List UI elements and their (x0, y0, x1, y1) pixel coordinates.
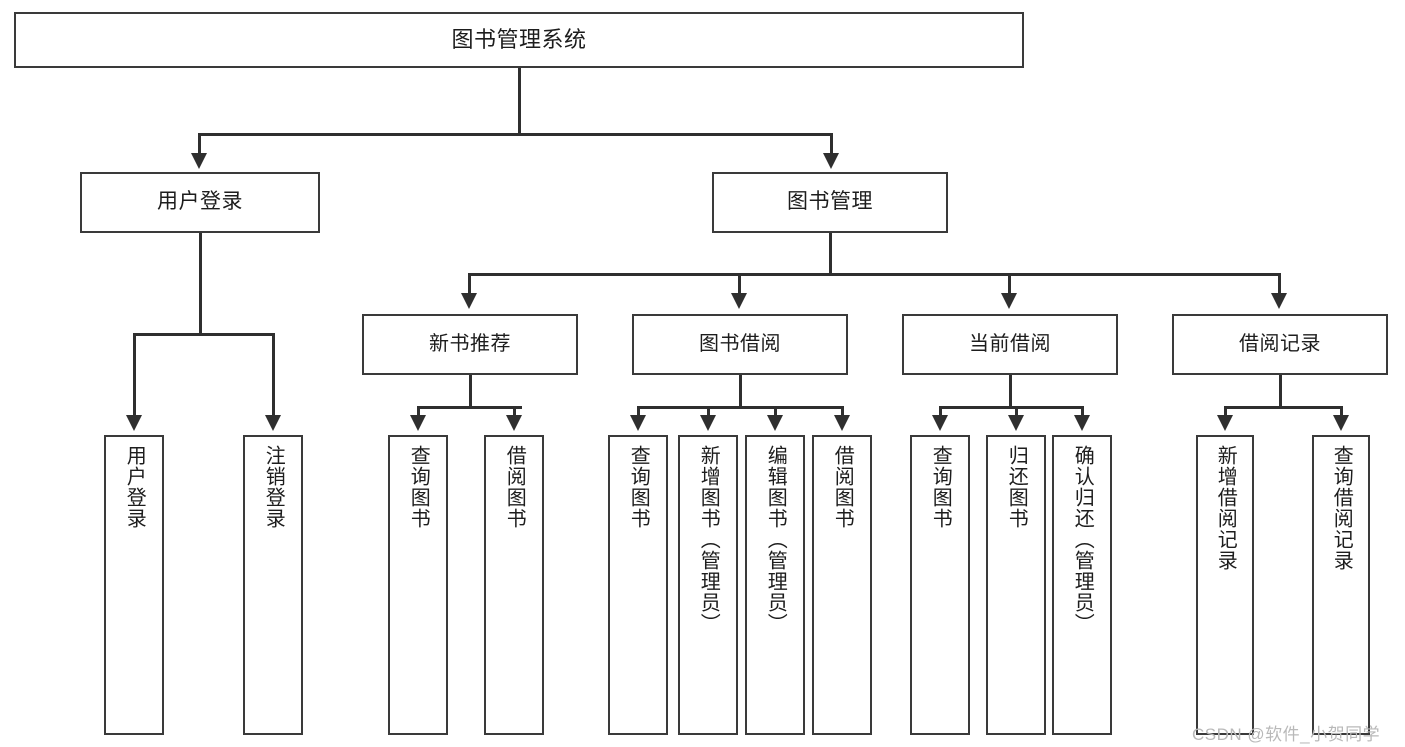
node-book-borrow-label: 图书借阅 (699, 332, 781, 355)
edge-level1-bus (198, 133, 832, 136)
edge-new-book-stem (469, 375, 472, 408)
leaf-edit-book-admin-label: 编辑图书（管理员） (764, 445, 787, 634)
edge-to-current-borrow (1008, 273, 1011, 295)
watermark: CSDN @软件_小贺同学 (1192, 725, 1381, 744)
leaf-query-borrow-record[interactable]: 查询借阅记录 (1312, 435, 1370, 735)
arrowhead-current-borrow (1001, 293, 1017, 309)
arrowhead-user-login (191, 153, 207, 169)
arrowhead-new-book (461, 293, 477, 309)
arrowhead-leaf-return-book (1008, 415, 1024, 431)
edge-user-login-child-2 (272, 333, 275, 417)
leaf-logout-label: 注销登录 (262, 445, 285, 529)
edge-borrow-record-stem (1279, 375, 1282, 408)
edge-borrow-record-child-1 (1224, 406, 1227, 417)
leaf-borrow-book[interactable]: 借阅图书 (812, 435, 872, 735)
leaf-confirm-return-admin-label: 确认归还（管理员） (1071, 445, 1094, 634)
node-book-management-label: 图书管理 (787, 190, 873, 214)
edge-level2-bus (468, 273, 1280, 276)
arrowhead-leaf-query-book-1 (410, 415, 426, 431)
node-book-management[interactable]: 图书管理 (712, 172, 948, 233)
edge-new-book-child-1 (417, 406, 420, 417)
leaf-query-book-recommend[interactable]: 查询图书 (388, 435, 448, 735)
leaf-add-book-admin-label: 新增图书（管理员） (697, 445, 720, 634)
edge-to-borrow-record (1278, 273, 1281, 295)
edge-to-book-mgmt (830, 133, 833, 155)
node-user-login[interactable]: 用户登录 (80, 172, 320, 233)
edge-user-login-stem (199, 233, 202, 335)
edge-book-mgmt-stem (829, 233, 832, 275)
edge-book-borrow-child-3 (774, 406, 777, 417)
node-borrow-record[interactable]: 借阅记录 (1172, 314, 1388, 375)
edge-book-borrow-child-2 (707, 406, 710, 417)
edge-to-user-login (198, 133, 201, 155)
arrowhead-leaf-query-record (1333, 415, 1349, 431)
arrowhead-leaf-edit-book (767, 415, 783, 431)
edge-current-borrow-bus (939, 406, 1082, 409)
leaf-user-login[interactable]: 用户登录 (104, 435, 164, 735)
edge-current-borrow-stem (1009, 375, 1012, 408)
arrowhead-leaf-logout (265, 415, 281, 431)
leaf-add-borrow-record[interactable]: 新增借阅记录 (1196, 435, 1254, 735)
node-book-borrow[interactable]: 图书借阅 (632, 314, 848, 375)
leaf-edit-book-admin[interactable]: 编辑图书（管理员） (745, 435, 805, 735)
node-new-book-recommend-label: 新书推荐 (429, 332, 511, 355)
arrowhead-leaf-query-book-3 (932, 415, 948, 431)
edge-book-borrow-bus (637, 406, 842, 409)
leaf-borrow-book-recommend[interactable]: 借阅图书 (484, 435, 544, 735)
node-current-borrow-label: 当前借阅 (969, 332, 1051, 355)
leaf-return-book-label: 归还图书 (1005, 445, 1028, 529)
arrowhead-leaf-borrow-book-2 (834, 415, 850, 431)
edge-new-book-bus (417, 406, 522, 409)
edge-user-login-bus (133, 333, 273, 336)
arrowhead-leaf-add-record (1217, 415, 1233, 431)
leaf-query-borrow-record-label: 查询借阅记录 (1330, 445, 1353, 571)
edge-borrow-record-child-2 (1340, 406, 1343, 417)
edge-new-book-child-2 (513, 406, 516, 417)
edge-root-stem (518, 68, 521, 135)
node-current-borrow[interactable]: 当前借阅 (902, 314, 1118, 375)
leaf-add-book-admin[interactable]: 新增图书（管理员） (678, 435, 738, 735)
node-root-label: 图书管理系统 (451, 27, 587, 53)
edge-user-login-child-1 (133, 333, 136, 417)
leaf-query-book-recommend-label: 查询图书 (407, 445, 430, 529)
arrowhead-borrow-record (1271, 293, 1287, 309)
arrowhead-book-mgmt (823, 153, 839, 169)
node-root[interactable]: 图书管理系统 (14, 12, 1024, 68)
edge-current-borrow-child-2 (1015, 406, 1018, 417)
edge-to-new-book (468, 273, 471, 295)
leaf-query-book-borrow-label: 查询图书 (627, 445, 650, 529)
arrowhead-borrow-book (731, 293, 747, 309)
arrowhead-leaf-confirm-return (1074, 415, 1090, 431)
leaf-borrow-book-recommend-label: 借阅图书 (503, 445, 526, 529)
arrowhead-leaf-query-book-2 (630, 415, 646, 431)
node-borrow-record-label: 借阅记录 (1239, 332, 1321, 355)
arrowhead-leaf-borrow-book-1 (506, 415, 522, 431)
leaf-confirm-return-admin[interactable]: 确认归还（管理员） (1052, 435, 1112, 735)
edge-current-borrow-child-1 (939, 406, 942, 417)
leaf-query-book-current-label: 查询图书 (929, 445, 952, 529)
edge-book-borrow-child-4 (841, 406, 844, 417)
leaf-borrow-book-label: 借阅图书 (831, 445, 854, 529)
leaf-query-book-current[interactable]: 查询图书 (910, 435, 970, 735)
arrowhead-leaf-add-book (700, 415, 716, 431)
edge-borrow-record-bus (1224, 406, 1342, 409)
leaf-add-borrow-record-label: 新增借阅记录 (1214, 445, 1237, 571)
edge-book-borrow-stem (739, 375, 742, 408)
arrowhead-leaf-user-login (126, 415, 142, 431)
leaf-user-login-label: 用户登录 (123, 445, 146, 529)
leaf-query-book-borrow[interactable]: 查询图书 (608, 435, 668, 735)
edge-book-borrow-child-1 (637, 406, 640, 417)
node-new-book-recommend[interactable]: 新书推荐 (362, 314, 578, 375)
leaf-return-book[interactable]: 归还图书 (986, 435, 1046, 735)
edge-current-borrow-child-3 (1081, 406, 1084, 417)
edge-to-borrow-book (738, 273, 741, 295)
node-user-login-label: 用户登录 (157, 190, 243, 214)
leaf-logout[interactable]: 注销登录 (243, 435, 303, 735)
